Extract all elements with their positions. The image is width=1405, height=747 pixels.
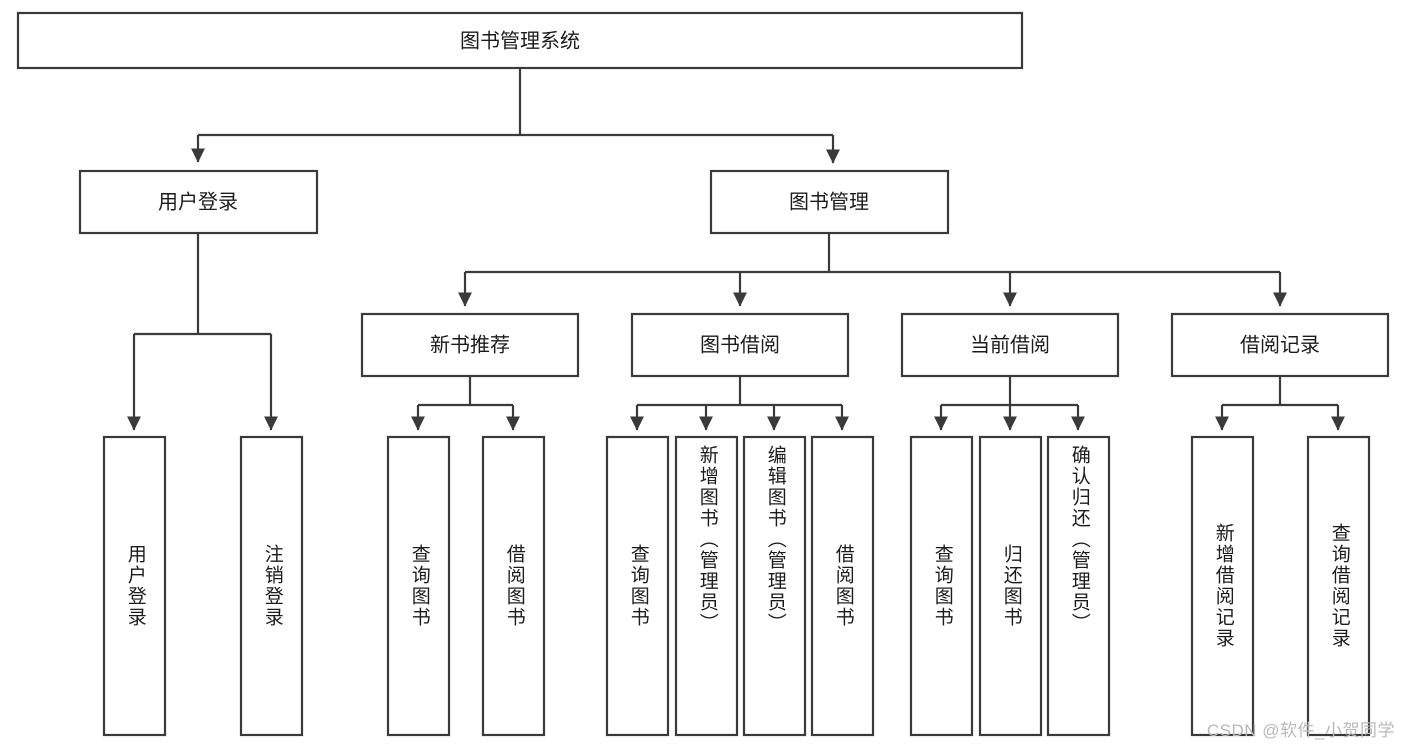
leaf-box-leaf-query-book-3[interactable]	[909, 435, 974, 737]
leaf-label-wrap-leaf-add-book: 新增图书（管理员）	[676, 437, 737, 735]
leaf-box-leaf-query-book-2[interactable]	[605, 435, 670, 737]
node-label-new-book-rec: 新书推荐	[430, 333, 510, 356]
leaf-label-wrap-leaf-edit-book: 编辑图书（管理员）	[744, 437, 805, 735]
leaf-label-wrap-leaf-query-record: 查询借阅记录	[1308, 437, 1369, 735]
leaf-label-wrap-leaf-query-book-3: 查询图书	[911, 437, 972, 735]
leaf-label-wrap-leaf-query-book-1: 查询图书	[388, 437, 449, 735]
node-label-book-borrow: 图书借阅	[700, 333, 780, 356]
leaf-label-wrap-leaf-confirm-return: 确认归还（管理员）	[1048, 437, 1109, 735]
leaf-box-leaf-logout[interactable]	[239, 435, 304, 737]
leaf-label-leaf-confirm-return: 确认归还（管理员）	[1068, 445, 1090, 634]
leaf-label-leaf-query-book-1: 查询图书	[408, 544, 430, 628]
leaf-label-leaf-logout: 注销登录	[261, 544, 283, 628]
connector-new-book-rec-to-leaves	[411, 376, 520, 431]
leaf-label-leaf-add-book: 新增图书（管理员）	[696, 445, 718, 634]
leaf-box-leaf-add-record[interactable]	[1190, 435, 1255, 737]
node-label-book-manage: 图书管理	[789, 190, 869, 213]
node-label-root: 图书管理系统	[460, 29, 580, 52]
leaf-label-leaf-return-book: 归还图书	[1000, 544, 1022, 628]
leaf-label-wrap-leaf-borrow-book-1: 借阅图书	[483, 437, 544, 735]
leaf-label-wrap-leaf-logout: 注销登录	[241, 437, 302, 735]
leaf-box-leaf-borrow-book-2[interactable]	[810, 435, 875, 737]
connector-current-borrow-to-leaves	[934, 376, 1085, 431]
leaf-box-leaf-borrow-book-1[interactable]	[481, 435, 546, 737]
node-label-current-borrow: 当前借阅	[970, 333, 1050, 356]
connector-book-borrow-to-leaves	[630, 376, 849, 431]
leaf-box-leaf-edit-book[interactable]	[742, 435, 807, 737]
leaf-label-leaf-query-book-2: 查询图书	[627, 544, 649, 628]
connector-user-login-to-leaves	[127, 233, 278, 431]
node-box-borrow-record[interactable]	[1170, 312, 1390, 378]
connector-root-to-level2	[191, 69, 840, 164]
node-box-current-borrow[interactable]	[900, 312, 1120, 378]
leaf-label-leaf-borrow-book-1: 借阅图书	[503, 544, 525, 628]
node-box-root[interactable]	[16, 11, 1024, 70]
leaf-label-wrap-leaf-user-login: 用户登录	[104, 437, 165, 735]
connector-borrow-record-to-leaves	[1215, 376, 1345, 431]
leaf-box-leaf-user-login[interactable]	[102, 435, 167, 737]
leaf-label-leaf-user-login: 用户登录	[124, 544, 146, 628]
leaf-label-leaf-borrow-book-2: 借阅图书	[832, 544, 854, 628]
leaf-label-leaf-add-record: 新增借阅记录	[1212, 523, 1234, 649]
leaf-label-wrap-leaf-query-book-2: 查询图书	[607, 437, 668, 735]
node-box-user-login[interactable]	[78, 169, 319, 235]
leaf-box-leaf-add-book[interactable]	[674, 435, 739, 737]
node-box-new-book-rec[interactable]	[360, 312, 580, 378]
node-label-user-login: 用户登录	[158, 190, 238, 213]
leaf-label-leaf-query-record: 查询借阅记录	[1328, 523, 1350, 649]
node-box-book-borrow[interactable]	[630, 312, 850, 378]
leaf-label-wrap-leaf-return-book: 归还图书	[980, 437, 1041, 735]
leaf-box-leaf-query-record[interactable]	[1306, 435, 1371, 737]
leaf-label-leaf-edit-book: 编辑图书（管理员）	[764, 445, 786, 634]
connector-book-manage-to-level3	[458, 233, 1287, 307]
csdn-watermark: CSDN @软件_小贺同学	[1206, 721, 1395, 740]
leaf-box-leaf-return-book[interactable]	[978, 435, 1043, 737]
node-box-book-manage[interactable]	[709, 169, 950, 235]
leaf-box-leaf-confirm-return[interactable]	[1046, 435, 1111, 737]
leaf-label-wrap-leaf-add-record: 新增借阅记录	[1192, 437, 1253, 735]
leaf-label-wrap-leaf-borrow-book-2: 借阅图书	[812, 437, 873, 735]
leaf-box-leaf-query-book-1[interactable]	[386, 435, 451, 737]
leaf-label-leaf-query-book-3: 查询图书	[931, 544, 953, 628]
node-label-borrow-record: 借阅记录	[1240, 333, 1320, 356]
